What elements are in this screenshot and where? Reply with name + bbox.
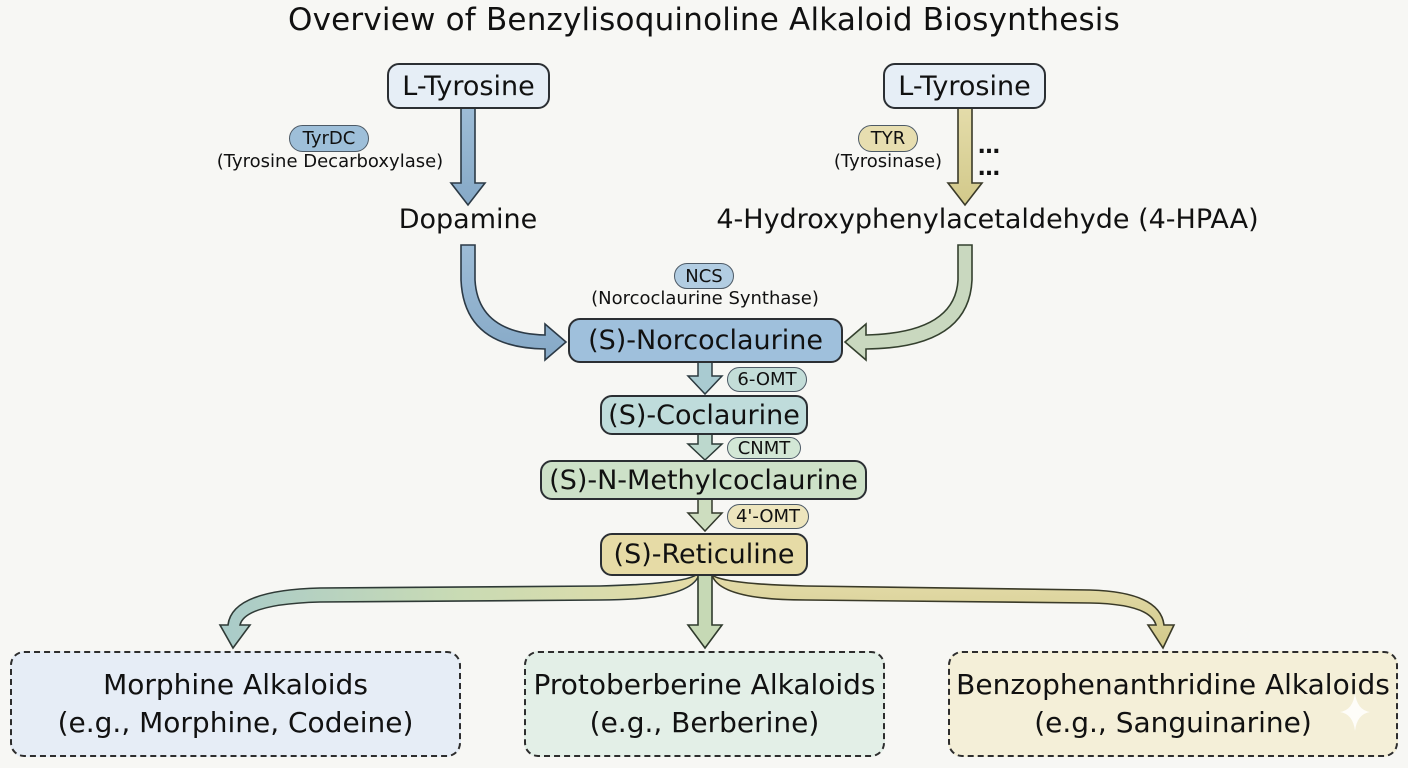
outcome-examples: (e.g., Sanguinarine)	[1034, 706, 1312, 739]
enzyme-abbr: NCS	[685, 265, 723, 287]
arrow-tyrosine-to-dopamine	[449, 107, 487, 207]
outcome-examples: (e.g., Berberine)	[589, 706, 820, 739]
outcome-benzophenanthridine-alkaloids: Benzophenanthridine Alkaloids (e.g., San…	[948, 651, 1398, 757]
arrow-dopamine-to-norcoclaurine	[460, 244, 568, 362]
enzyme-abbr: TyrDC	[302, 128, 356, 149]
ellipsis-2: …	[978, 156, 1001, 181]
node-label: L-Tyrosine	[402, 70, 535, 102]
arrow-tyrosine-to-hpaa	[946, 107, 984, 207]
node-label: (S)-Reticuline	[613, 539, 795, 570]
enzyme-abbr: 4'-OMT	[735, 506, 801, 527]
enzyme-badge-tyrdc: TyrDC	[289, 125, 369, 152]
enzyme-badge-4-omt: 4'-OMT	[727, 504, 809, 529]
node-label: (S)-N-Methylcoclaurine	[549, 464, 858, 496]
arrow-coclaurine-to-methylcoclaurine	[686, 431, 724, 462]
arrow-reticuline-to-protoberberine	[686, 574, 724, 650]
outcome-examples: (e.g., Morphine, Codeine)	[57, 706, 414, 739]
diagram-title: Overview of Benzylisoquinoline Alkaloid …	[288, 2, 1120, 38]
enzyme-name-tyr: (Tyrosinase)	[833, 151, 943, 172]
node-s-n-methylcoclaurine: (S)-N-Methylcoclaurine	[540, 460, 867, 500]
outcome-morphine-alkaloids: Morphine Alkaloids (e.g., Morphine, Code…	[10, 651, 461, 757]
node-l-tyrosine-left: L-Tyrosine	[387, 63, 550, 109]
enzyme-badge-6-omt: 6-OMT	[727, 367, 807, 392]
node-dopamine: Dopamine	[398, 204, 538, 235]
outcome-name: Morphine Alkaloids	[103, 668, 368, 701]
enzyme-abbr: 6-OMT	[737, 369, 797, 390]
node-label: (S)-Coclaurine	[608, 399, 800, 431]
arrow-methylcoclaurine-to-reticuline	[686, 497, 724, 533]
enzyme-badge-ncs: NCS	[674, 263, 734, 289]
arrow-reticuline-to-morphine	[218, 574, 701, 650]
node-label: L-Tyrosine	[898, 70, 1031, 102]
enzyme-name-tyrdc: (Tyrosine Decarboxylase)	[216, 151, 444, 172]
enzyme-badge-tyr: TYR	[858, 125, 918, 152]
node-s-reticuline: (S)-Reticuline	[600, 533, 808, 576]
sparkle-icon	[1340, 693, 1370, 731]
enzyme-abbr: CNMT	[737, 437, 791, 459]
enzyme-badge-cnmt: CNMT	[727, 437, 801, 459]
node-label: (S)-Norcoclaurine	[588, 325, 823, 356]
outcome-name: Benzophenanthridine Alkaloids	[956, 668, 1390, 701]
outcome-name: Protoberberine Alkaloids	[533, 668, 876, 701]
enzyme-abbr: TYR	[870, 128, 906, 149]
enzyme-name-ncs: (Norcoclaurine Synthase)	[591, 288, 819, 309]
ellipsis-1: …	[978, 134, 1001, 159]
arrow-norcoclaurine-to-coclaurine	[686, 361, 724, 396]
node-4-hpaa: 4-Hydroxyphenylacetaldehyde (4-HPAA)	[716, 204, 1259, 235]
node-s-norcoclaurine: (S)-Norcoclaurine	[568, 318, 843, 363]
node-l-tyrosine-right: L-Tyrosine	[883, 63, 1046, 109]
arrow-hpaa-to-norcoclaurine	[843, 244, 973, 362]
arrow-reticuline-to-benzophenanthridine	[710, 572, 1176, 650]
node-s-coclaurine: (S)-Coclaurine	[600, 395, 808, 435]
outcome-protoberberine-alkaloids: Protoberberine Alkaloids (e.g., Berberin…	[524, 651, 885, 757]
